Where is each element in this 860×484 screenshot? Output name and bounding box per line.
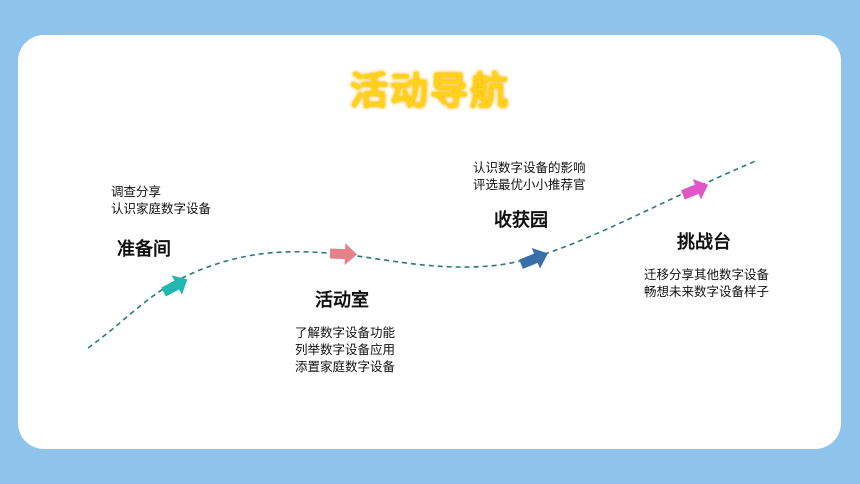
stage-2-line-3: 添置家庭数字设备 [295, 359, 396, 374]
stage-1-line-2: 认识家庭数字设备 [111, 201, 212, 216]
content-card [18, 35, 841, 449]
stage-1-description: 调查分享 认识家庭数字设备 [111, 183, 211, 217]
stage-1-title: 准备间 [117, 239, 171, 260]
arrow-icon-2 [329, 243, 357, 266]
stage-3-description: 认识数字设备的影响 评选最优小小推荐官 [473, 159, 586, 193]
arrow-icon-4 [681, 179, 708, 200]
stage-2-line-1: 了解数字设备功能 [295, 325, 396, 340]
dashed-route [87, 159, 759, 349]
stage-3-title: 收获园 [494, 210, 548, 231]
stage-2-title: 活动室 [315, 290, 369, 311]
stage-2-line-2: 列举数字设备应用 [295, 342, 396, 357]
stage-2-description: 了解数字设备功能 列举数字设备应用 添置家庭数字设备 [295, 324, 395, 375]
stage-1-line-1: 调查分享 [111, 184, 162, 199]
stage-3-line-2: 评选最优小小推荐官 [473, 177, 586, 192]
stage-4-line-2: 畅想未来数字设备样子 [644, 284, 770, 299]
page-title: 活动导航 [349, 69, 510, 113]
stage-4-line-1: 迁移分享其他数字设备 [644, 267, 770, 282]
stage-4-description: 迁移分享其他数字设备 畅想未来数字设备样子 [644, 266, 769, 300]
stage-4-title: 挑战台 [677, 232, 731, 253]
arrow-icon-1 [161, 275, 188, 297]
arrow-icon-3 [519, 248, 548, 269]
stage-3-line-1: 认识数字设备的影响 [473, 160, 586, 175]
